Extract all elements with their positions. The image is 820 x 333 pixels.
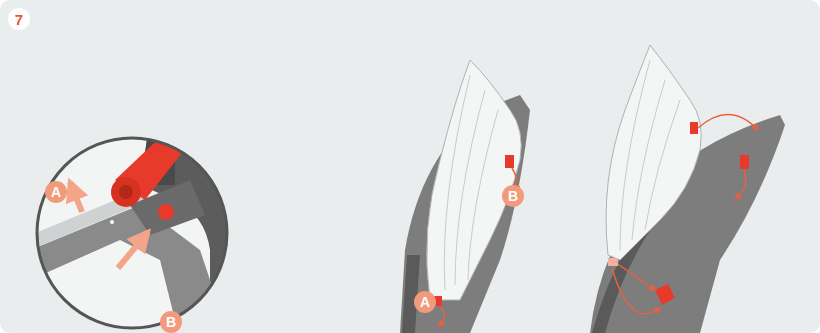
callout-letter: B [160,311,182,333]
callout-letter-text: A [420,295,430,309]
zoom-detail [30,105,250,333]
arrow-b [118,232,148,268]
callout-letter: A [45,181,67,203]
step-number: 7 [8,8,30,30]
seat-right [590,45,785,333]
arrow-a [70,182,82,212]
callout-letter: B [502,185,524,207]
step-number-text: 7 [15,12,23,27]
callout-letter-text: B [508,189,518,203]
callout-letter-text: B [166,315,176,329]
callout-letter: A [414,291,436,313]
callout-letter-text: A [51,185,61,199]
seat-middle [400,60,530,333]
zoom-frame [37,138,227,328]
